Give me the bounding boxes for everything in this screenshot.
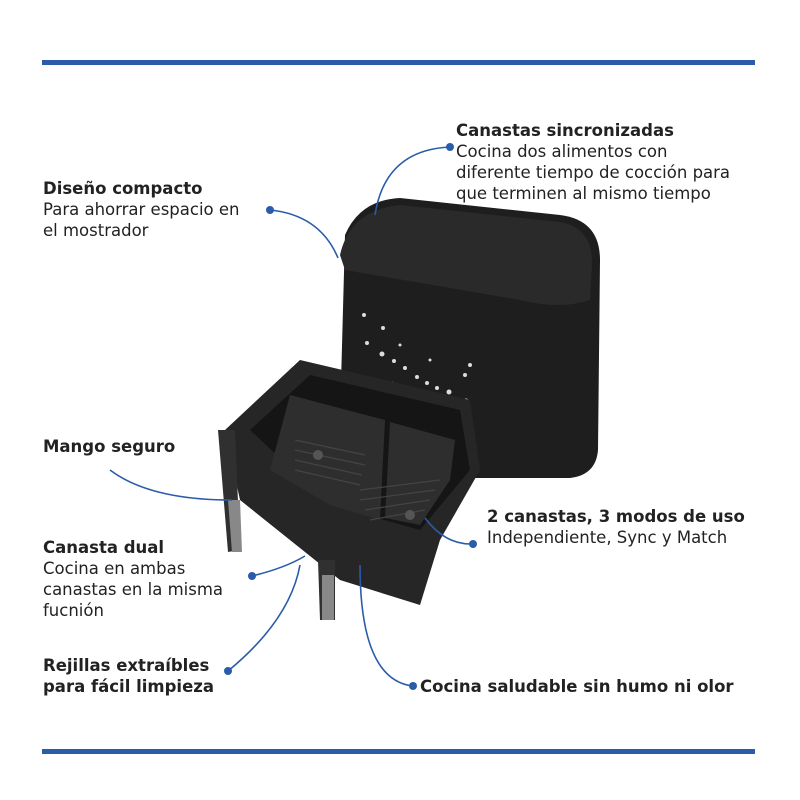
top-divider	[42, 60, 755, 65]
callout-text: que terminen al mismo tiempo	[456, 184, 711, 203]
callout-text: Independiente, Sync y Match	[487, 528, 728, 547]
callout-title: Mango seguro	[43, 437, 176, 456]
callout-title: para fácil limpieza	[43, 677, 215, 696]
callout-title: Rejillas extraíbles	[43, 656, 210, 675]
callout-text: canastas en la misma	[43, 580, 224, 599]
callout-text: Para ahorrar espacio en	[43, 200, 240, 219]
callout-text: Cocina dos alimentos con	[456, 142, 668, 161]
callout-sync: Canastas sincronizadas Cocina dos alimen…	[456, 120, 730, 204]
callout-text: el mostrador	[43, 221, 149, 240]
callout-title: Canastas sincronizadas	[456, 121, 674, 140]
bottom-divider	[42, 749, 755, 754]
callout-dual: Canasta dual Cocina en ambas canastas en…	[43, 537, 223, 621]
callout-modes: 2 canastas, 3 modos de uso Independiente…	[487, 506, 745, 548]
callout-lines	[109, 146, 474, 687]
callout-title: 2 canastas, 3 modos de uso	[487, 507, 745, 526]
callout-racks: Rejillas extraíbles para fácil limpieza	[43, 655, 214, 697]
callout-text: diferente tiempo de cocción para	[456, 163, 731, 182]
callout-dots	[224, 143, 477, 690]
callout-text: Cocina en ambas	[43, 559, 186, 578]
callout-text: fucnión	[43, 601, 104, 620]
callout-title: Diseño compacto	[43, 179, 203, 198]
callout-title: Canasta dual	[43, 538, 165, 557]
callout-compact: Diseño compacto Para ahorrar espacio en …	[43, 178, 239, 241]
right-basket	[385, 422, 455, 525]
callout-title: Cocina saludable sin humo ni olor	[420, 677, 734, 696]
fryer-lid	[340, 205, 592, 305]
crisper-plates	[294, 439, 441, 521]
callout-handle: Mango seguro	[43, 436, 175, 457]
callout-healthy: Cocina saludable sin humo ni olor	[420, 676, 734, 697]
